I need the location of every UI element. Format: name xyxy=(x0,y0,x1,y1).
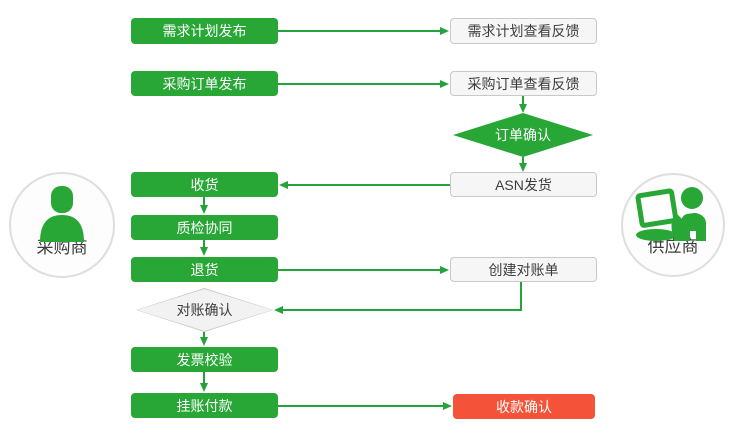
edge-statement-to-reconcile xyxy=(274,282,522,314)
node-invoice-check: 发票校验 xyxy=(131,347,278,372)
node-book-payment: 挂账付款 xyxy=(131,393,278,418)
node-receive-goods: 收货 xyxy=(131,172,278,197)
supplier-workstation-icon xyxy=(634,187,712,246)
actor-supplier-label: 供应商 xyxy=(647,237,699,256)
reconcile-confirm-label: 对账确认 xyxy=(176,302,233,318)
buyer-person-icon xyxy=(36,186,88,247)
node-demand-plan-publish: 需求计划发布 xyxy=(131,18,278,44)
order-confirm-label: 订单确认 xyxy=(495,127,551,143)
node-return-goods: 退货 xyxy=(131,257,278,282)
node-reconcile-confirm: 对账确认 xyxy=(136,288,273,332)
node-purchase-order-view-feedback: 采购订单查看反馈 xyxy=(450,71,597,96)
node-create-statement: 创建对账单 xyxy=(450,257,597,282)
actor-buyer: 采购商 xyxy=(9,172,115,278)
node-quality-check: 质检协同 xyxy=(131,215,278,240)
node-purchase-order-publish: 采购订单发布 xyxy=(131,71,278,96)
node-receipt-confirm: 收款确认 xyxy=(453,394,595,419)
node-order-confirm: 订单确认 xyxy=(453,113,593,157)
node-demand-plan-view-feedback: 需求计划查看反馈 xyxy=(450,18,597,44)
actor-supplier: 供应商 xyxy=(621,173,725,277)
node-asn-ship: ASN发货 xyxy=(450,172,597,197)
actor-buyer-label: 采购商 xyxy=(36,238,88,257)
